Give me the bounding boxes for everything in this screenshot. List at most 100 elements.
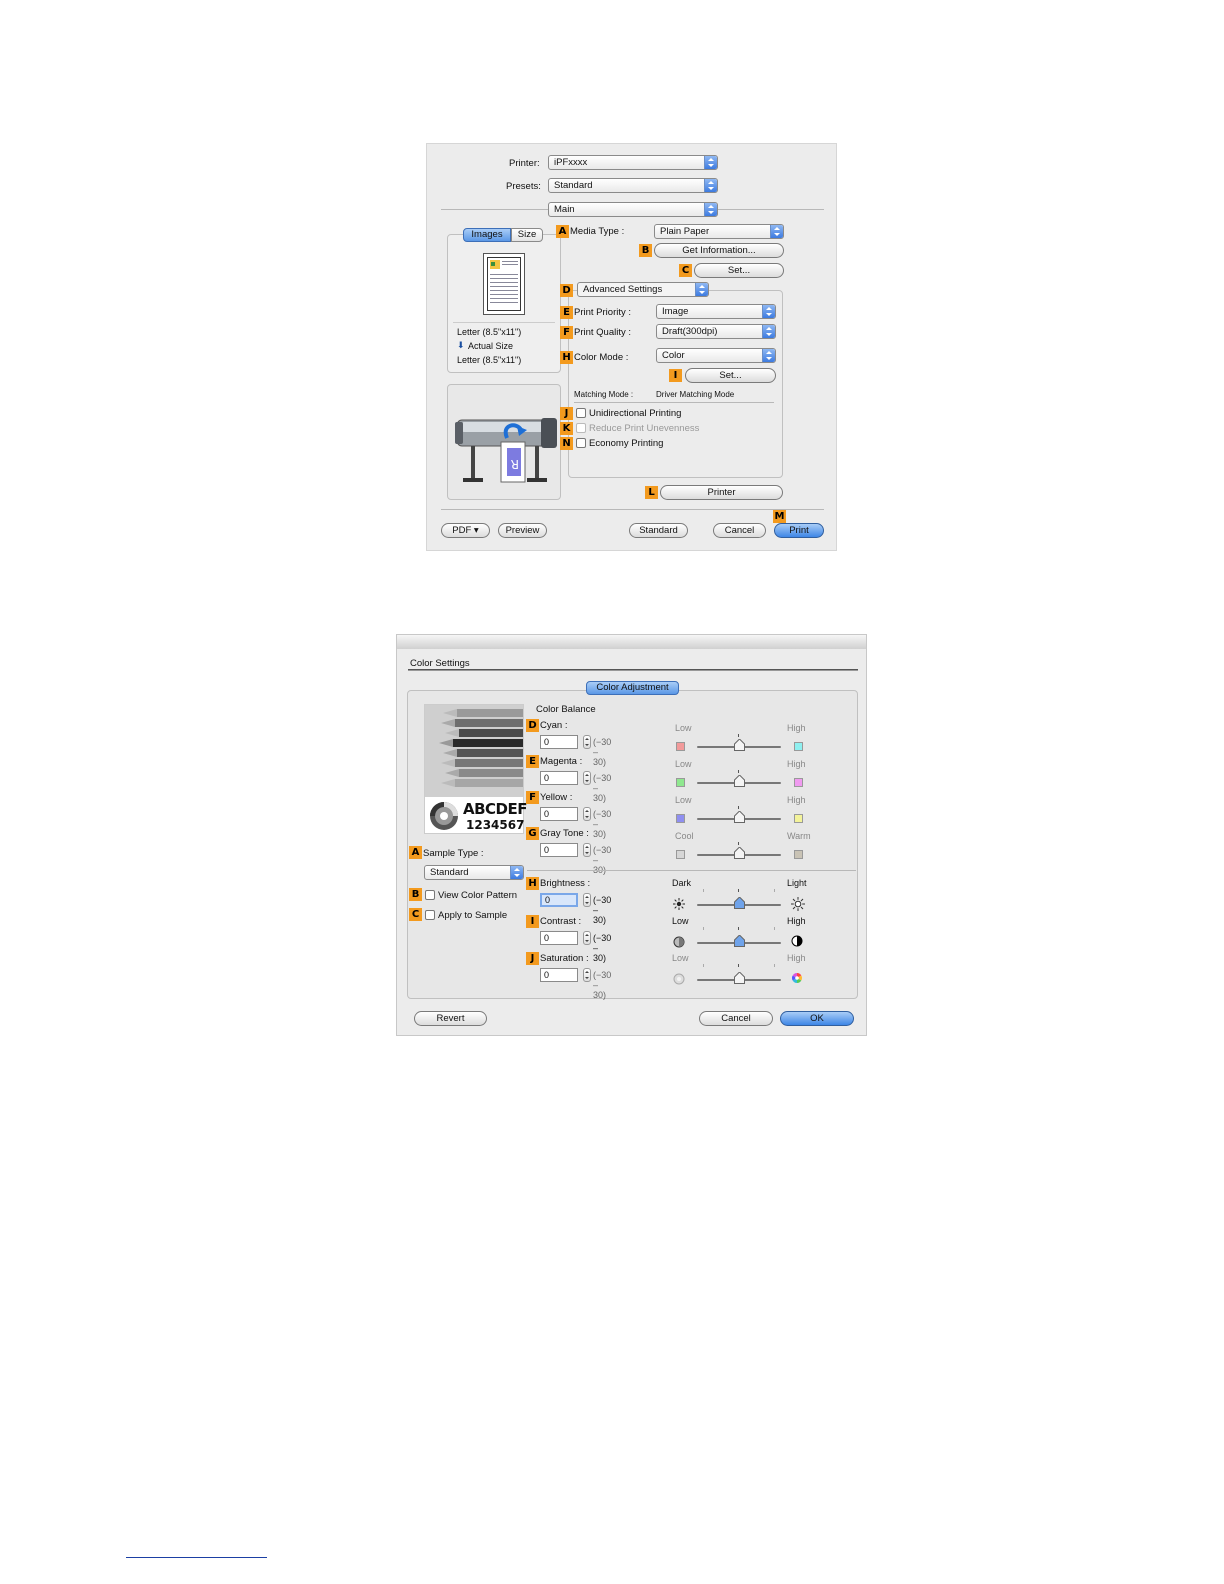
value-input[interactable]: 0 bbox=[540, 807, 578, 821]
slider-thumb[interactable] bbox=[734, 738, 745, 751]
slider-label: Contrast : bbox=[540, 916, 582, 927]
tick bbox=[703, 889, 704, 892]
cancel-button[interactable]: Cancel bbox=[699, 1011, 773, 1026]
media-type-select[interactable]: Plain Paper bbox=[654, 224, 784, 239]
ok-button[interactable]: OK bbox=[780, 1011, 854, 1026]
value-input[interactable]: 0 bbox=[540, 931, 578, 945]
range-text: (−30 – 30) bbox=[593, 773, 612, 803]
economy-checkbox[interactable] bbox=[576, 438, 586, 448]
range-text: (−30 – 30) bbox=[593, 970, 612, 1000]
color-wheel-icon bbox=[430, 802, 458, 830]
print-button[interactable]: Print bbox=[774, 523, 824, 538]
color-balance-label: Color Balance bbox=[536, 704, 596, 715]
tab-images[interactable]: Images bbox=[463, 228, 511, 242]
svg-text:R: R bbox=[511, 457, 519, 471]
range-text: (−30 – 30) bbox=[593, 809, 612, 839]
slider-label: Saturation : bbox=[540, 953, 589, 964]
badge-d: D bbox=[526, 719, 539, 732]
center-tick bbox=[738, 889, 739, 892]
slider-thumb[interactable] bbox=[734, 896, 745, 909]
advanced-settings-select[interactable]: Advanced Settings bbox=[577, 282, 709, 297]
revert-button[interactable]: Revert bbox=[414, 1011, 487, 1026]
slider-thumb[interactable] bbox=[734, 934, 745, 947]
view-color-pattern-checkbox[interactable] bbox=[425, 890, 435, 900]
value-stepper[interactable] bbox=[583, 843, 591, 857]
center-tick bbox=[738, 842, 739, 845]
standard-button[interactable]: Standard bbox=[629, 523, 688, 538]
value-stepper[interactable] bbox=[583, 807, 591, 821]
badge-a: A bbox=[409, 846, 422, 859]
reduce-unevenness-label: Reduce Print Unevenness bbox=[589, 423, 700, 434]
high-color-swatch bbox=[794, 742, 803, 751]
slider-thumb[interactable] bbox=[734, 971, 745, 984]
value-stepper[interactable] bbox=[583, 735, 591, 749]
slider-label: Brightness : bbox=[540, 878, 591, 889]
value-input[interactable]: 0 bbox=[540, 843, 578, 857]
high-label: High bbox=[787, 723, 806, 733]
print-priority-select[interactable]: Image bbox=[656, 304, 776, 319]
high-label: High bbox=[787, 916, 806, 926]
printer-select[interactable]: iPFxxxx bbox=[548, 155, 718, 170]
badge-c: C bbox=[679, 264, 692, 277]
contrast-high-icon bbox=[791, 935, 803, 950]
scale-label: Actual Size bbox=[468, 341, 514, 351]
color-mode-select[interactable]: Color bbox=[656, 348, 776, 363]
color-set-button[interactable]: Set... bbox=[685, 368, 776, 383]
center-tick bbox=[738, 927, 739, 930]
print-dialog: Printer: iPFxxxx Presets: Standard Main … bbox=[426, 143, 837, 551]
tab-color-adjustment[interactable]: Color Adjustment bbox=[586, 681, 679, 695]
apply-to-sample-checkbox[interactable] bbox=[425, 910, 435, 920]
popup-arrows-icon bbox=[704, 203, 717, 216]
value-input[interactable]: 0 bbox=[540, 893, 578, 907]
view-color-pattern-label: View Color Pattern bbox=[438, 890, 518, 901]
cancel-button[interactable]: Cancel bbox=[713, 523, 766, 538]
badge-b: B bbox=[639, 244, 652, 257]
pdf-button[interactable]: PDF ▾ bbox=[441, 523, 490, 538]
print-quality-select[interactable]: Draft(300dpi) bbox=[656, 324, 776, 339]
printer-label: Printer: bbox=[509, 158, 540, 169]
preview-button[interactable]: Preview bbox=[498, 523, 547, 538]
popup-arrows-icon bbox=[704, 179, 717, 192]
low-color-swatch bbox=[676, 850, 685, 859]
slider-thumb[interactable] bbox=[734, 810, 745, 823]
popup-arrows-icon bbox=[762, 325, 775, 338]
divider bbox=[527, 870, 856, 871]
sample-image: ABCDEF 1234567 bbox=[424, 704, 528, 834]
low-label: Low bbox=[675, 759, 692, 769]
sample-type-select[interactable]: Standard bbox=[424, 865, 524, 880]
high-color-swatch bbox=[794, 850, 803, 859]
tick bbox=[703, 964, 704, 967]
badge-i: I bbox=[669, 369, 682, 382]
printer-button[interactable]: Printer bbox=[660, 485, 783, 500]
media-set-button[interactable]: Set... bbox=[694, 263, 784, 278]
contrast-low-icon bbox=[673, 936, 685, 951]
pencils-icon bbox=[425, 705, 523, 797]
high-label: High bbox=[787, 759, 806, 769]
get-information-button[interactable]: Get Information... bbox=[654, 243, 784, 258]
economy-label: Economy Printing bbox=[589, 438, 664, 449]
value-input[interactable]: 0 bbox=[540, 968, 578, 982]
unidirectional-checkbox[interactable] bbox=[576, 408, 586, 418]
slider-label: Magenta : bbox=[540, 756, 583, 767]
value-stepper[interactable] bbox=[583, 968, 591, 982]
reduce-unevenness-checkbox[interactable] bbox=[576, 423, 586, 433]
slider-thumb[interactable] bbox=[734, 774, 745, 787]
badge-d: D bbox=[560, 284, 573, 297]
value-input[interactable]: 0 bbox=[540, 735, 578, 749]
print-priority-label: Print Priority : bbox=[574, 307, 632, 318]
page-preview-thumbnail bbox=[483, 253, 525, 315]
presets-select[interactable]: Standard bbox=[548, 178, 718, 193]
badge-c: C bbox=[409, 908, 422, 921]
divider bbox=[453, 322, 555, 323]
panel-select[interactable]: Main bbox=[548, 202, 718, 217]
low-label: Low bbox=[672, 953, 689, 963]
popup-arrows-icon bbox=[762, 349, 775, 362]
value-stepper[interactable] bbox=[583, 893, 591, 907]
value-stepper[interactable] bbox=[583, 771, 591, 785]
slider-thumb[interactable] bbox=[734, 846, 745, 859]
value-input[interactable]: 0 bbox=[540, 771, 578, 785]
divider bbox=[574, 402, 774, 403]
high-color-swatch bbox=[794, 814, 803, 823]
value-stepper[interactable] bbox=[583, 931, 591, 945]
tab-size[interactable]: Size bbox=[511, 228, 543, 242]
